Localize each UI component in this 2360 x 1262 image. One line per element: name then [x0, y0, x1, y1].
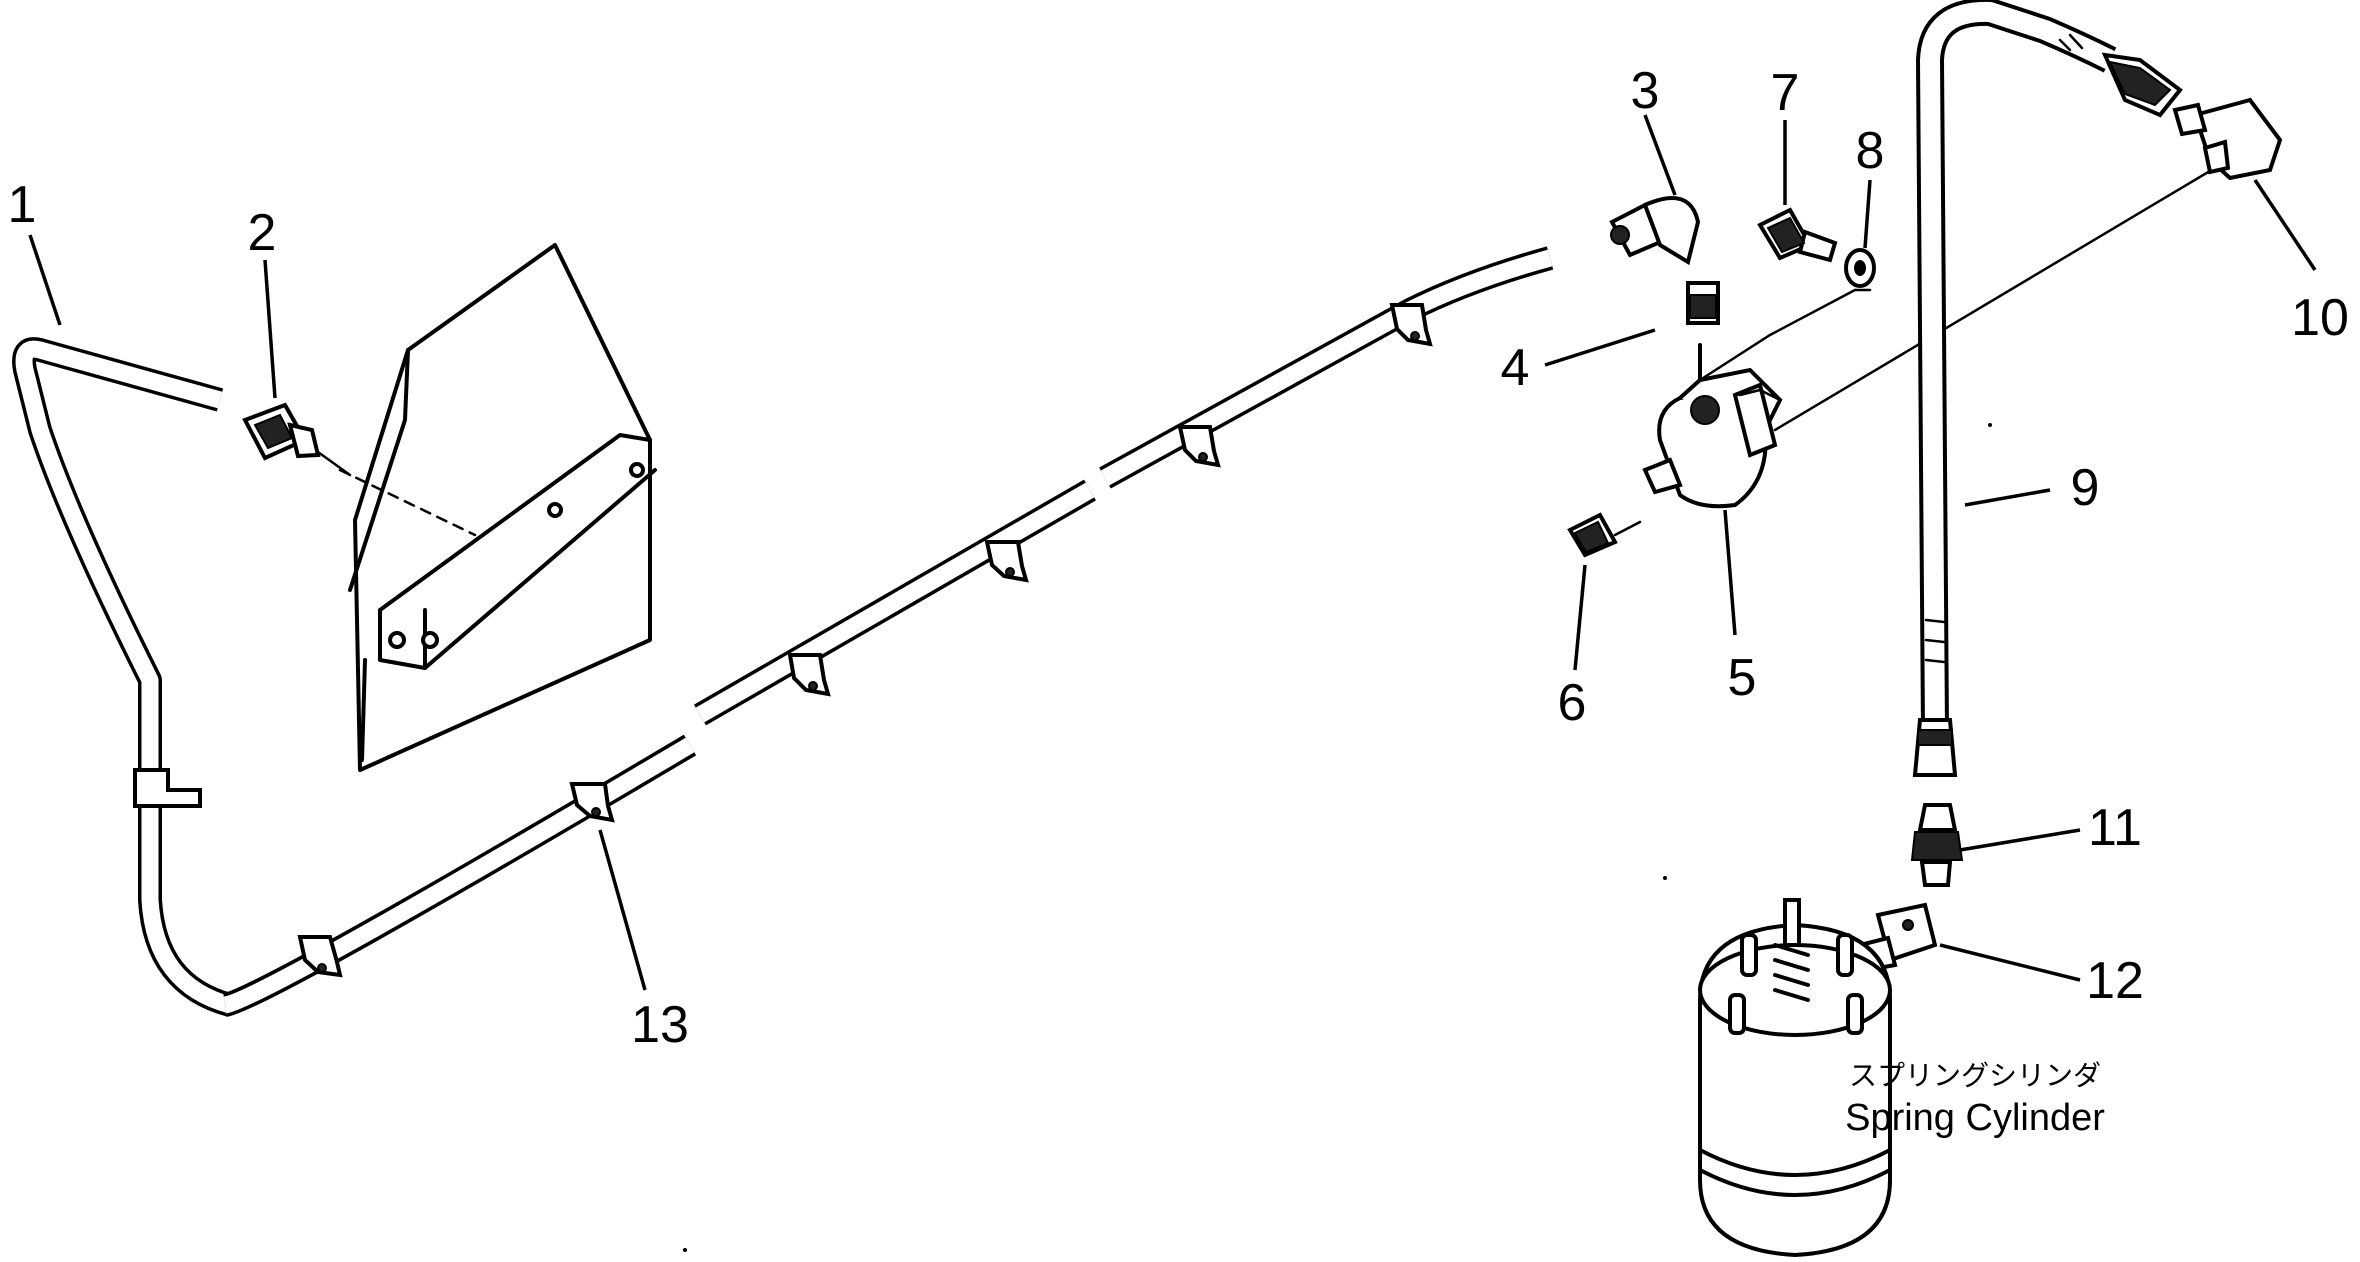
speck: [683, 1248, 687, 1252]
pipe-clamp: [1389, 303, 1433, 347]
spring-cylinder: [1698, 898, 1892, 1258]
valve-part-5: [1642, 367, 1783, 509]
callout-4: 4: [1501, 339, 1530, 397]
assembly-line: [1698, 288, 1857, 382]
elbow-part-3: [1609, 196, 1701, 266]
tube-part-13: [222, 246, 1554, 1017]
callout-10: 10: [2291, 289, 2349, 347]
assembly-line: [1773, 163, 2222, 432]
callout-leaders: [28, 114, 2317, 991]
adapter-part-2: [242, 402, 352, 477]
callout-2: 2: [248, 204, 277, 262]
pipe-clamp: [1177, 425, 1221, 468]
washer-part-8: [1844, 248, 1876, 288]
pipe-clamp: [569, 782, 615, 823]
tube-part-1: [12, 337, 234, 1017]
speck: [1988, 423, 1992, 427]
callout-3: 3: [1631, 62, 1660, 120]
callout-13: 13: [631, 996, 689, 1054]
callout-1: 1: [8, 176, 37, 234]
callout-11: 11: [2088, 799, 2142, 857]
caption-english: Spring Cylinder: [1845, 1097, 2105, 1139]
elbow-part-10: [2172, 97, 2283, 181]
speck: [1663, 876, 1667, 880]
mounting-bracket: [338, 243, 657, 772]
callout-5: 5: [1728, 649, 1757, 707]
pipe-clamp: [787, 653, 831, 697]
callout-9: 9: [2071, 459, 2100, 517]
callout-12: 12: [2086, 952, 2144, 1010]
callout-7: 7: [1771, 64, 1800, 122]
pipe-clamp: [984, 540, 1029, 583]
callout-6: 6: [1558, 674, 1587, 732]
callout-8: 8: [1856, 122, 1885, 180]
plug-part-6: [1567, 512, 1642, 558]
caption-japanese: スプリングシリンダ: [1849, 1060, 2101, 1091]
fitting-part-7: [1757, 207, 1838, 263]
adapter-part-11: [1910, 803, 1964, 887]
plug-part-4: [1686, 281, 1720, 382]
pipe-clamp: [297, 935, 343, 978]
hose-part-9: [1912, 0, 2183, 777]
